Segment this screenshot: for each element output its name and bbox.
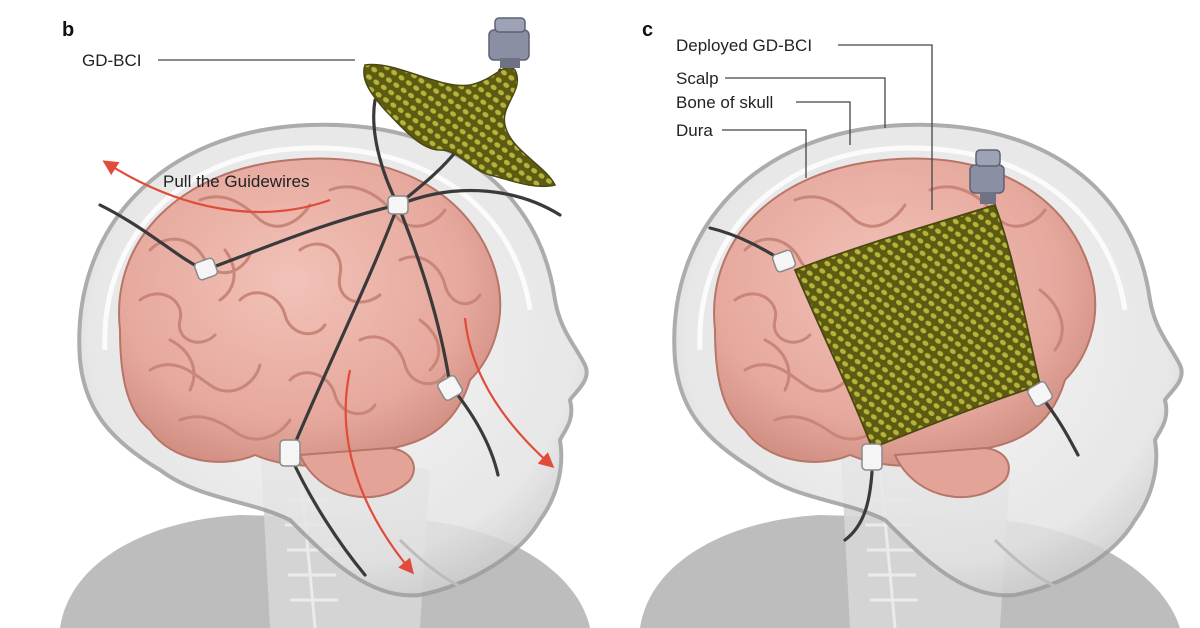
- panel-c: c Deployed GD-BCI Scalp Bone of skull Du…: [600, 0, 1200, 628]
- connector-icon: [969, 149, 1005, 204]
- callout-dura: Dura: [676, 121, 713, 140]
- skull: [102, 145, 533, 351]
- panel-label-b: b: [62, 19, 74, 41]
- callout-scalp: Scalp: [676, 69, 719, 88]
- wire-connectors: [193, 195, 463, 467]
- jaw: [993, 538, 1066, 592]
- wire-connectors: [771, 249, 1053, 471]
- panel-c-illustration: c Deployed GD-BCI Scalp Bone of skull Du…: [640, 19, 1184, 628]
- connector-icon: [488, 17, 530, 68]
- panel-b: b GD-BCI Pull the Guidewires: [60, 17, 590, 628]
- callout-deployed-gd-bci: Deployed GD-BCI: [676, 36, 812, 55]
- panel-label-c: c: [642, 19, 653, 41]
- callout-pull-guidewires: Pull the Guidewires: [163, 172, 309, 191]
- callout-leaders: [722, 44, 933, 210]
- gd-bci-device: [363, 17, 557, 188]
- panel-b-illustration: b GD-BCI Pull the Guidewires: [60, 17, 590, 628]
- guidewires: [98, 68, 562, 577]
- callout-bone-of-skull: Bone of skull: [676, 93, 773, 112]
- skull: [697, 145, 1128, 351]
- callout-gd-bci: GD-BCI: [82, 51, 142, 70]
- pull-arrows: [102, 160, 555, 575]
- brain: [118, 157, 502, 499]
- jaw: [398, 538, 471, 592]
